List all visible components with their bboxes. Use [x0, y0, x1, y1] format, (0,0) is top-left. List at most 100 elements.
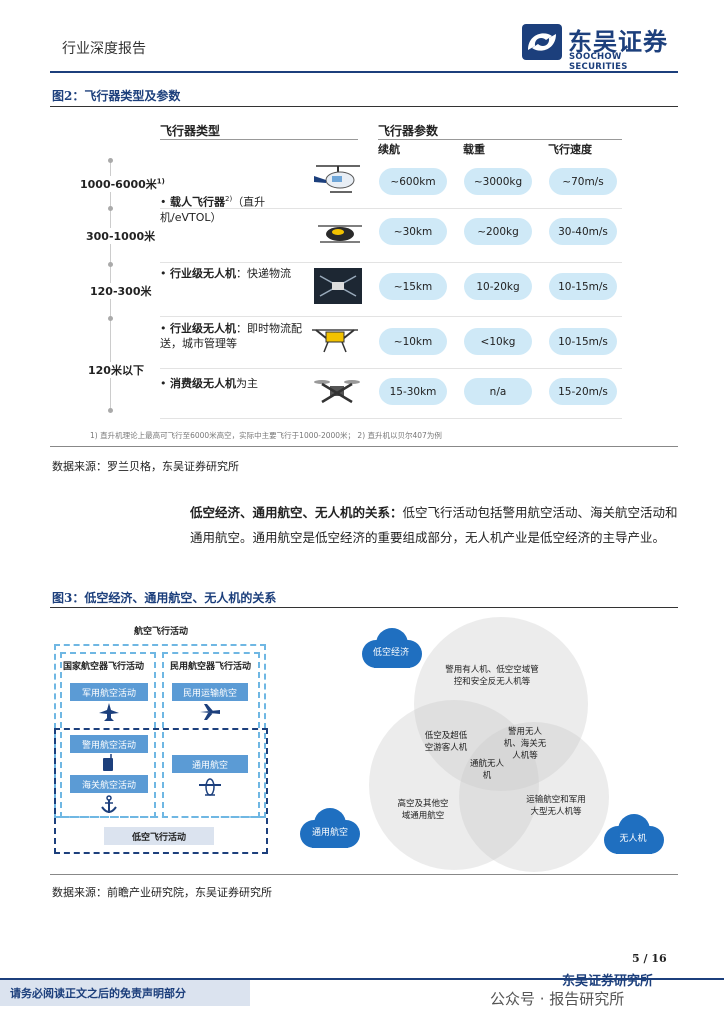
paragraph-body: 低空飞行活动包括警用航空活动、海关航空活动和通用航空。通用航空是低空经济的重要组…	[190, 505, 678, 545]
value-speed: ~70m/s	[549, 168, 617, 195]
col-load: 载重	[463, 143, 485, 156]
col-params-underline	[378, 139, 622, 140]
cloud-icon	[604, 814, 664, 854]
civil-aviation-label: 民用航空器飞行活动	[170, 662, 252, 672]
disclaimer-note: 请务必阅读正文之后的免责声明部分	[0, 980, 250, 1006]
figure3-bottom-line	[50, 874, 678, 875]
col-aircraft-type: 飞行器类型	[160, 124, 221, 138]
body-paragraph: 低空经济、通用航空、无人机的关系：低空飞行活动包括警用航空活动、海关航空活动和通…	[190, 500, 682, 550]
row-divider	[160, 368, 622, 369]
cloud-icon	[362, 628, 422, 668]
state-aviation-box	[60, 652, 156, 818]
value-range: ~10km	[379, 328, 447, 355]
low-altitude-box	[54, 728, 268, 854]
altitude-tick	[108, 206, 113, 211]
airliner-icon	[198, 702, 222, 722]
figure3-source: 数据来源：前瞻产业研究院，东吴证券研究所	[52, 886, 272, 899]
figure2-source: 数据来源：罗兰贝格，东吴证券研究所	[52, 460, 239, 473]
state-aviation-label: 国家航空器飞行活动	[63, 662, 145, 672]
page-number: 5 / 16	[632, 952, 667, 965]
helicopter-icon	[312, 160, 364, 200]
value-speed: 10-15m/s	[549, 273, 617, 300]
military-aircraft-icon	[98, 702, 120, 722]
value-range: ~15km	[379, 273, 447, 300]
altitude-tick	[108, 262, 113, 267]
figure2-bottom-line	[50, 446, 678, 447]
police-aviation-box: 警用航空活动	[70, 735, 148, 753]
altitude-tick	[108, 158, 113, 163]
figure3-title: 图3：低空经济、通用航空、无人机的关系	[52, 591, 277, 605]
value-load: ~200kg	[464, 218, 532, 245]
value-range: 15-30km	[379, 378, 447, 405]
altitude-tick	[108, 316, 113, 321]
venn-text-right-mid: 警用无人机、海关无人机等	[503, 727, 547, 761]
row-divider	[160, 418, 622, 419]
type-manned-aircraft: • 载人飞行器2)（直升机/eVTOL）	[160, 195, 266, 224]
low-altitude-activity-label: 低空飞行活动	[104, 827, 214, 845]
cloud-uav: 无人机	[598, 812, 668, 858]
altitude-label: 1000-6000米1)	[78, 176, 167, 192]
footer-divider	[0, 978, 724, 980]
header-divider	[50, 71, 678, 73]
value-load: ~3000kg	[464, 168, 532, 195]
delivery-drone-icon	[306, 322, 364, 358]
cloud-general-aviation: 通用航空	[294, 806, 366, 852]
footer-brand: 东吴证券研究所	[562, 974, 654, 989]
general-aviation-box: 通用航空	[172, 755, 248, 773]
venn-circle-uav	[459, 722, 609, 872]
figure2-title: 图2：飞行器类型及参数	[52, 89, 181, 103]
figure3-top-line	[50, 607, 678, 608]
military-aviation-box: 军用航空活动	[70, 683, 148, 701]
cloud-icon	[300, 808, 360, 848]
watermark-text: 公众号 · 报告研究所	[490, 990, 625, 1008]
col-aircraft-params: 飞行器参数	[378, 124, 439, 138]
value-speed: 15-20m/s	[549, 378, 617, 405]
value-range: ~600km	[379, 168, 447, 195]
logo-mark-icon	[522, 24, 562, 60]
paragraph-lead: 低空经济、通用航空、无人机的关系：	[190, 505, 403, 520]
altitude-tick	[108, 408, 113, 413]
row-divider	[160, 262, 622, 263]
venn-circle-general-aviation	[369, 700, 539, 870]
figure2-top-line	[50, 106, 678, 107]
company-logo: 东吴证券 SOOCHOW SECURITIES	[522, 22, 682, 72]
report-type: 行业深度报告	[62, 41, 146, 57]
small-plane-icon	[198, 776, 222, 798]
value-load: n/a	[464, 378, 532, 405]
venn-text-bottom-right: 运输航空和军用大型无人机等	[526, 795, 586, 817]
figure2-footnote: 1) 直升机理论上最高可飞行至6000米高空，实际中主要飞行于1000-2000…	[90, 431, 442, 440]
evtol-icon	[314, 216, 366, 250]
anchor-icon	[100, 795, 118, 815]
altitude-label: 300-1000米	[84, 228, 158, 244]
radio-icon	[100, 754, 116, 772]
civil-transport-box: 民用运输航空	[172, 683, 248, 701]
venn-text-center: 通航无人机	[470, 759, 505, 781]
col-range: 续航	[378, 143, 400, 156]
value-load: <10kg	[464, 328, 532, 355]
cloud-label: 通用航空	[311, 828, 348, 838]
customs-aviation-box: 海关航空活动	[70, 775, 148, 793]
type-industrial-uav-logistics: • 行业级无人机：快递物流	[160, 267, 291, 280]
venn-text-left-mid: 低空及超低空游客人机	[424, 731, 468, 753]
civil-aviation-box	[162, 652, 260, 818]
row-divider	[160, 316, 622, 317]
type-industrial-uav-delivery: • 行业级无人机：即时物流配送，城市管理等	[160, 322, 302, 350]
value-speed: 10-15m/s	[549, 328, 617, 355]
value-load: 10-20kg	[464, 273, 532, 300]
row-divider	[160, 208, 622, 209]
aviation-activity-label: 航空飞行活动	[134, 627, 189, 637]
consumer-drone-icon	[312, 374, 362, 410]
venn-text-bottom-left: 高空及其他空域通用航空	[397, 799, 449, 821]
cloud-low-economy: 低空经济	[356, 626, 426, 672]
logo-en-text: SOOCHOW SECURITIES	[569, 52, 628, 72]
col-speed: 飞行速度	[548, 143, 592, 156]
altitude-label: 120-300米	[88, 283, 154, 299]
venn-text-top: 警用有人机、低空空域管控和安全反无人机等	[445, 665, 539, 687]
value-speed: 30-40m/s	[549, 218, 617, 245]
logo-cn-text: 东吴证券	[568, 28, 668, 56]
logistics-drone-icon	[314, 268, 362, 304]
value-range: ~30km	[379, 218, 447, 245]
col-type-underline	[160, 139, 358, 140]
cloud-label: 无人机	[619, 834, 647, 844]
cloud-label: 低空经济	[372, 648, 409, 658]
